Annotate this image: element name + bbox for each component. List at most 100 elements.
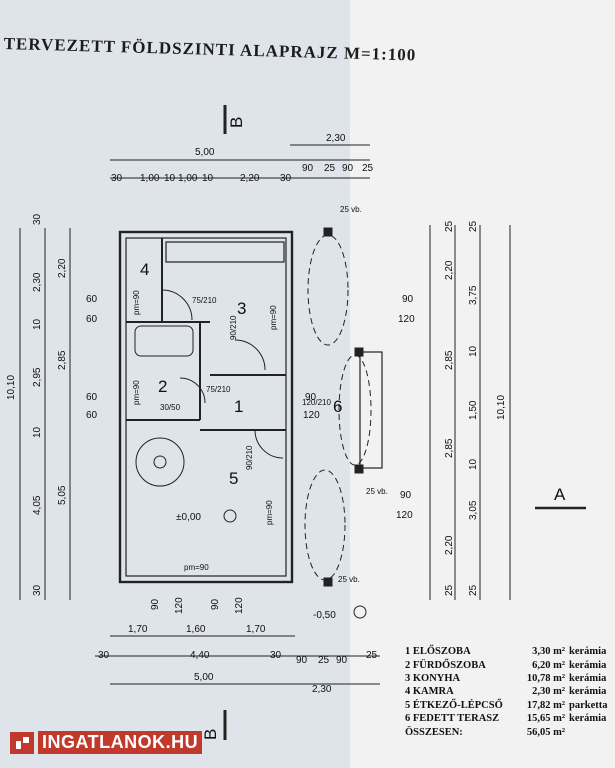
svg-text:30: 30 bbox=[270, 650, 282, 661]
level-outside-label: -0,50 bbox=[313, 610, 336, 621]
svg-text:25 vb.: 25 vb. bbox=[338, 575, 360, 584]
svg-text:5,05: 5,05 bbox=[57, 485, 68, 505]
svg-text:60: 60 bbox=[86, 392, 98, 403]
svg-text:60: 60 bbox=[86, 294, 98, 305]
svg-text:3,05: 3,05 bbox=[468, 500, 479, 520]
section-b-top-label: B bbox=[227, 117, 246, 128]
paper-right-half bbox=[350, 0, 615, 768]
svg-text:10: 10 bbox=[32, 426, 43, 438]
svg-text:90: 90 bbox=[210, 598, 221, 610]
terrace-gate bbox=[359, 351, 383, 469]
svg-text:25: 25 bbox=[318, 655, 330, 666]
bathtub bbox=[134, 325, 194, 357]
dim-bottom-right: 2,30 bbox=[312, 684, 332, 695]
svg-text:25: 25 bbox=[324, 163, 336, 174]
svg-text:2,85: 2,85 bbox=[57, 350, 68, 370]
legend-total-row: ÖSSZESEN:56,05 m² bbox=[405, 726, 565, 738]
svg-text:90: 90 bbox=[342, 163, 354, 174]
svg-text:25 vb.: 25 vb. bbox=[366, 487, 388, 496]
svg-text:90: 90 bbox=[305, 392, 317, 403]
svg-text:1,70: 1,70 bbox=[246, 624, 266, 635]
room-number-2: 2 bbox=[158, 377, 167, 396]
svg-text:90: 90 bbox=[302, 163, 314, 174]
svg-text:30/50: 30/50 bbox=[160, 403, 181, 412]
svg-text:2,95: 2,95 bbox=[32, 367, 43, 387]
svg-text:25: 25 bbox=[444, 220, 455, 232]
door-swing-kamra bbox=[161, 289, 193, 321]
house-icon bbox=[10, 731, 34, 754]
svg-text:10: 10 bbox=[202, 173, 214, 184]
svg-text:75/210: 75/210 bbox=[206, 385, 231, 394]
svg-text:2,20: 2,20 bbox=[444, 260, 455, 280]
svg-text:30: 30 bbox=[111, 173, 123, 184]
svg-text:2,20: 2,20 bbox=[57, 258, 68, 278]
svg-text:60: 60 bbox=[86, 410, 98, 421]
svg-text:1,00: 1,00 bbox=[178, 173, 198, 184]
level-marker-floor bbox=[223, 509, 237, 523]
spiral-stair bbox=[135, 437, 185, 487]
svg-text:4,40: 4,40 bbox=[190, 650, 210, 661]
svg-text:1,70: 1,70 bbox=[128, 624, 148, 635]
svg-text:25: 25 bbox=[444, 584, 455, 596]
svg-text:1,00: 1,00 bbox=[140, 173, 160, 184]
svg-text:2,85: 2,85 bbox=[444, 438, 455, 458]
svg-text:pm=90: pm=90 bbox=[132, 380, 141, 405]
svg-text:90/210: 90/210 bbox=[245, 445, 254, 470]
svg-text:120/210: 120/210 bbox=[302, 398, 331, 407]
svg-text:4,05: 4,05 bbox=[32, 495, 43, 515]
room-number-6: 6 bbox=[333, 397, 342, 416]
room-number-3: 3 bbox=[237, 299, 246, 318]
svg-text:90: 90 bbox=[336, 655, 348, 666]
svg-text:30: 30 bbox=[32, 584, 43, 596]
svg-text:120: 120 bbox=[398, 314, 415, 325]
svg-text:2,20: 2,20 bbox=[240, 173, 260, 184]
svg-text:10: 10 bbox=[164, 173, 176, 184]
level-marker-outside bbox=[353, 605, 367, 619]
svg-text:pm=90: pm=90 bbox=[265, 500, 274, 525]
svg-text:30: 30 bbox=[280, 173, 292, 184]
dim-left-overall: 10,10 bbox=[6, 375, 17, 400]
svg-text:30: 30 bbox=[98, 650, 110, 661]
svg-text:pm=90: pm=90 bbox=[132, 290, 141, 315]
svg-text:90: 90 bbox=[296, 655, 308, 666]
door-swing-bath bbox=[179, 377, 206, 404]
room-number-4: 4 bbox=[140, 260, 149, 279]
svg-text:1,60: 1,60 bbox=[186, 624, 206, 635]
svg-text:10: 10 bbox=[468, 458, 479, 470]
svg-text:2,20: 2,20 bbox=[444, 535, 455, 555]
section-a-label: A bbox=[554, 485, 566, 504]
svg-text:30: 30 bbox=[32, 213, 43, 225]
svg-text:25: 25 bbox=[468, 220, 479, 232]
svg-text:120: 120 bbox=[396, 510, 413, 521]
room-number-1: 1 bbox=[234, 397, 243, 416]
svg-text:2,30: 2,30 bbox=[32, 272, 43, 292]
svg-text:120: 120 bbox=[303, 410, 320, 421]
site-logo[interactable]: INGATLANOK.HU bbox=[10, 731, 203, 754]
dim-top-overall: 5,00 bbox=[195, 147, 215, 158]
svg-text:pm=90: pm=90 bbox=[184, 563, 209, 572]
svg-text:pm=90: pm=90 bbox=[269, 305, 278, 330]
dim-top-right: 2,30 bbox=[326, 133, 346, 144]
svg-text:10: 10 bbox=[468, 345, 479, 357]
terrace-arch-3 bbox=[304, 469, 346, 581]
svg-text:25: 25 bbox=[366, 650, 378, 661]
svg-text:25: 25 bbox=[362, 163, 374, 174]
door-swing-dining bbox=[254, 429, 284, 459]
svg-text:10: 10 bbox=[32, 318, 43, 330]
dim-bottom-overall: 5,00 bbox=[194, 672, 214, 683]
terrace-arch-1 bbox=[307, 234, 349, 346]
level-floor-label: ±0,00 bbox=[176, 512, 201, 523]
svg-text:1,50: 1,50 bbox=[468, 400, 479, 420]
kitchen-counter bbox=[165, 241, 285, 263]
svg-text:2,85: 2,85 bbox=[444, 350, 455, 370]
svg-text:90/210: 90/210 bbox=[229, 315, 238, 340]
svg-text:120: 120 bbox=[234, 597, 245, 614]
svg-text:25 vb.: 25 vb. bbox=[340, 205, 362, 214]
